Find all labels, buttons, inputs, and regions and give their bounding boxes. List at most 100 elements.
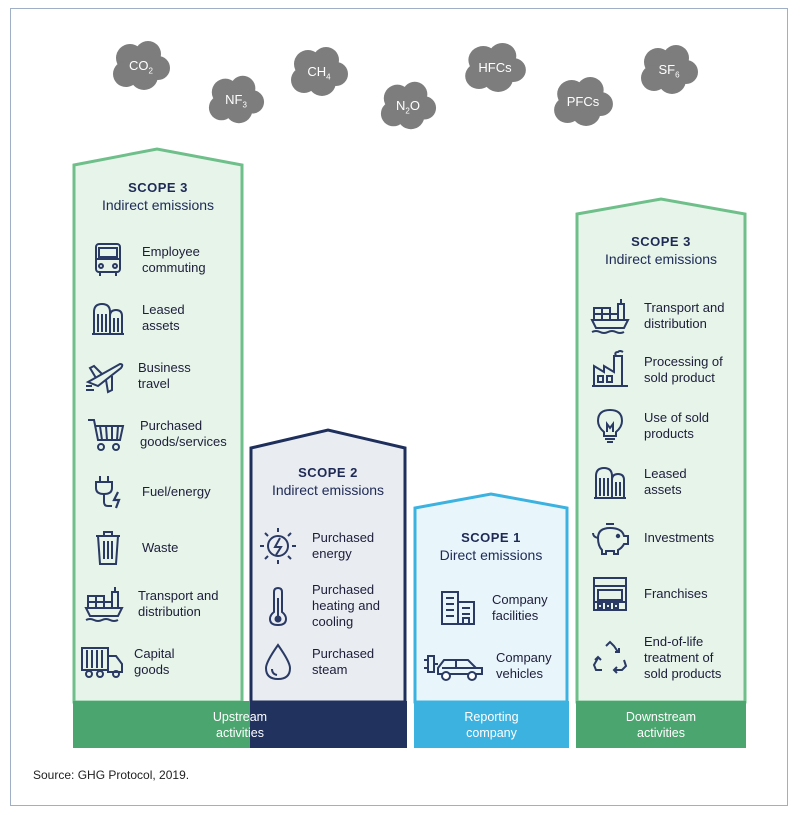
scope2-title: SCOPE 2 Indirect emissions — [253, 465, 403, 498]
upstream-item: Employee commuting — [88, 240, 206, 280]
cloud-icon — [208, 75, 265, 124]
airplane-icon — [85, 362, 124, 394]
cloud-icon — [554, 77, 613, 126]
gas-label: HFCs — [478, 60, 512, 75]
item-label: Leased assets — [142, 302, 185, 333]
gas-cloud-pfcs: PFCs — [551, 74, 615, 128]
downstream-item: Processing of sold product — [590, 350, 723, 390]
scope2-item: Purchased energy — [258, 526, 374, 566]
item-label: Purchased heating and cooling — [312, 582, 380, 629]
item-label: Franchises — [644, 586, 708, 601]
gas-cloud-nf3: NF3 — [206, 72, 266, 126]
gas-label: CO — [129, 58, 149, 73]
scope2-band-overlay — [250, 701, 407, 748]
cloud-icon — [465, 43, 526, 92]
upstream-item: Fuel/energy — [88, 472, 211, 512]
recycle-icon — [592, 640, 628, 674]
gas-label: CH — [307, 64, 327, 79]
item-label: Purchased goods/services — [140, 418, 227, 449]
reporting-band-shape — [414, 701, 569, 748]
item-label: Transport and distribution — [138, 588, 219, 619]
bus-icon — [95, 243, 121, 276]
lightbulb-icon — [596, 408, 624, 443]
lightbulb-energy-icon — [260, 528, 296, 564]
scope-subtitle: Indirect emissions — [101, 197, 215, 213]
source-note: Source: GHG Protocol, 2019. — [33, 768, 190, 782]
scope-subtitle: Indirect emissions — [604, 251, 718, 267]
scope1-column-shape — [413, 492, 569, 704]
thermometer-icon — [268, 586, 288, 626]
cargo-ship-icon — [590, 299, 630, 334]
downstream-item: Investments — [590, 518, 714, 558]
cloud-icon — [641, 45, 698, 94]
upstream-item: Purchased goods/services — [86, 414, 227, 454]
gas-subscript: 2 — [148, 66, 153, 76]
downstream-band-shape — [576, 701, 746, 748]
gas-label: SF — [658, 62, 676, 77]
upstream-item: Waste — [88, 528, 178, 568]
item-label: Purchased energy — [312, 530, 375, 561]
upstream-item: Leased assets — [88, 298, 185, 338]
plug-icon — [95, 476, 121, 509]
truck-icon — [81, 647, 123, 678]
gas-label: N — [396, 98, 406, 113]
downstream-item: Franchises — [590, 574, 708, 614]
cloud-icon — [113, 41, 170, 90]
item-label: Company vehicles — [496, 650, 552, 681]
item-label: Employee commuting — [142, 244, 206, 275]
piggy-bank-icon — [592, 523, 629, 555]
scope-label: SCOPE 1 — [461, 530, 521, 545]
downstream-title: SCOPE 3 Indirect emissions — [579, 234, 743, 267]
gas-label-tail: O — [409, 98, 420, 113]
gas-cloud-hfcs: HFCs — [462, 40, 528, 94]
item-label: Business travel — [138, 360, 191, 391]
downstream-item: Use of sold products — [590, 406, 709, 446]
scope2-item: Purchased steam — [258, 642, 374, 682]
electric-car-icon — [424, 655, 483, 681]
trash-icon — [96, 531, 120, 565]
water-drop-icon — [264, 643, 292, 681]
downstream-activities-band: Downstream activities — [625, 709, 697, 740]
cloud-icon — [291, 47, 348, 96]
item-label: Capital goods — [134, 646, 175, 677]
item-label: End-of-life treatment of sold products — [644, 634, 722, 681]
office-building-icon — [441, 591, 475, 625]
storefront-icon — [593, 577, 627, 611]
gas-label: PFCs — [566, 94, 600, 109]
scope2-item: Purchased heating and cooling — [258, 582, 380, 630]
gas-subscript: 2 — [405, 106, 410, 116]
reporting-company-band: Reporting company — [464, 709, 519, 740]
item-label: Company facilities — [492, 592, 548, 623]
shopping-cart-icon — [88, 419, 125, 451]
gas-subscript: 3 — [242, 100, 247, 110]
item-label: Leased assets — [644, 466, 687, 497]
item-label: Processing of sold product — [644, 354, 723, 385]
item-label: Transport and distribution — [644, 300, 725, 331]
gas-cloud-sf6: SF6 — [638, 42, 700, 96]
scope1-item: Company vehicles — [422, 646, 552, 686]
building-icon — [594, 466, 626, 499]
factory-icon — [592, 350, 628, 387]
downstream-item: Transport and distribution — [590, 296, 724, 336]
item-label: Waste — [142, 540, 179, 555]
gas-subscript: 6 — [675, 70, 680, 80]
scope-subtitle: Direct emissions — [439, 547, 543, 563]
scope2-column-shape — [249, 428, 407, 704]
item-label: Fuel/energy — [142, 484, 211, 499]
downstream-column-shape — [575, 197, 747, 704]
scope1-title: SCOPE 1 Direct emissions — [417, 530, 565, 563]
item-label: Use of sold products — [644, 410, 710, 441]
upstream-activities-band: Upstream activities — [212, 709, 268, 740]
scope-subtitle: Indirect emissions — [271, 482, 385, 498]
upstream-item: Capital goods — [80, 642, 174, 682]
gas-subscript: 4 — [326, 72, 331, 82]
downstream-item: End-of-life treatment of sold products — [590, 634, 721, 682]
downstream-item: Leased assets — [590, 462, 687, 502]
upstream-item: Transport and distribution — [84, 584, 218, 624]
item-label: Purchased steam — [312, 646, 375, 677]
item-label: Investments — [644, 530, 715, 545]
gas-cloud-ch4: CH4 — [288, 44, 350, 98]
cloud-icon — [380, 81, 437, 130]
gas-cloud-n2o: N2O — [378, 78, 438, 132]
gas-cloud-co2: CO2 — [110, 38, 172, 92]
